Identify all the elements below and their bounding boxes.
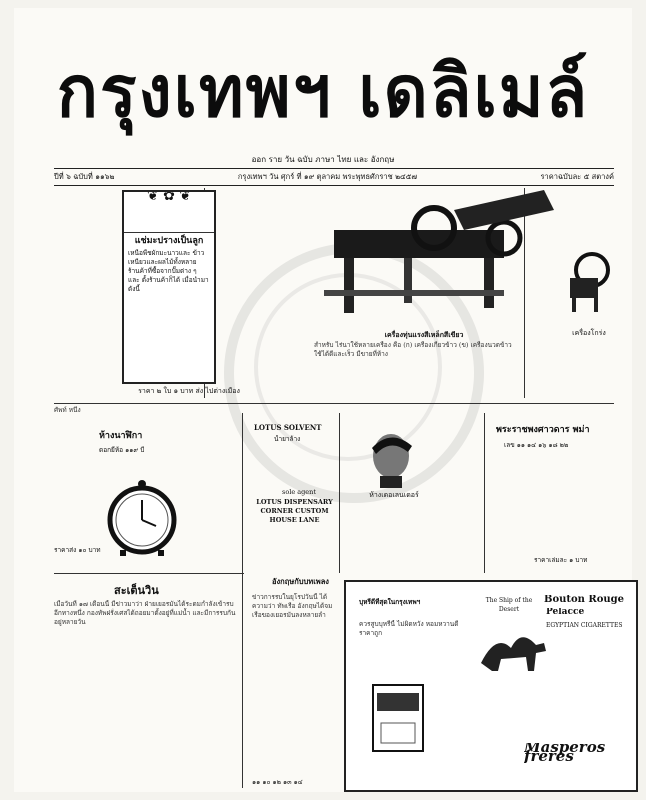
ad-lemon-title: แช่มะปรางเป็นลูก [134,236,204,246]
column-mid-body: ข่าวการรบในยุโรปวันนี้ ได้ความว่า ทัพเรื… [252,593,333,619]
small-row-label: ศัพท์ หนึ่ง [54,406,81,414]
royal-chronicle-head: พระราชพงศาวดาร พม่า [496,425,590,435]
newspaper-page: กรุงเทพฯ เดลิเมล์ ออก ราย วัน ฉบับ ภาษา … [14,8,638,792]
lotus-thai: น้ำยาล้าง [274,435,301,443]
bottom-note: ๑๑ ๑๐ ๑๒ ๑๓ ๑๔ [252,778,303,786]
royal-footer: ราคาเล่มละ ๑ บาท [534,556,588,564]
cigarette-ship-label: The Ship of the Desert [485,597,533,613]
dateline-bar: ปีที่ ๖ ฉบับที่ ๑๑๖๒ กรุงเทพฯ วัน ศุกร์ … [54,168,614,186]
news-body: เมื่อวันที่ ๑๗ เดือนนี้ มีข่าวมาว่า ฝ่าย… [54,600,236,626]
news-head: สะเต็นวิน [114,584,159,597]
cigarette-thai-head: บุหรี่ดีที่สุดในกรุงเทพฯ [359,598,421,606]
royal-line1: เลข ๑๑ ๑๔ ๑๖ ๑๘ ๒๒ [504,441,569,449]
threshing-machine-illustration [324,190,554,313]
cigarette-thai-body: ควรสูบบุหรี่นี้ ไม่ผิดหวัง หอมหวานดี ราค… [359,620,459,637]
ad-lemon-price: ราคา ๒ ใบ ๑ บาท ส่ง ไปต่างเมือง [138,387,240,395]
masthead-title: กรุงเทพฯ เดลิเมล์ [56,50,590,134]
portrait-caption: ห้างเดอเลนเดอร์ [369,491,419,499]
ad-lemon-drink: ❦ ✿ ❦ แช่มะปรางเป็นลูก เหนือพืชผักมะนาวแ… [122,190,216,384]
small-machine-caption: เครื่องโกร่ง [572,329,606,337]
cigarette-kind: EGYPTIAN CIGARETTES [546,622,623,629]
portrait-illustration [372,434,412,488]
issue-number: ปีที่ ๖ ฉบับที่ ๑๑๖๒ [54,172,115,181]
ad-lemon-body: เหนือพืชผักมะนาวและ ข้าวเหนียวและผลไม้ทั… [128,249,209,293]
issue-date: กรุงเทพฯ วัน ศุกร์ ที่ ๑๙ ตุลาคม พระพุทธ… [237,172,418,181]
camel-illustration [481,637,546,671]
alarm-clock-illustration [107,480,177,556]
machine-caption: เครื่องทุ่นแรงสีเหล็กสีเขียว [384,330,464,339]
lotus-address: LOTUS DISPENSARY CORNER CUSTOM HOUSE LAN… [256,498,333,524]
masthead-subtitle: ออก ราย วัน ฉบับ ภาษา ไทย และ อังกฤษ [251,155,395,164]
cigarette-subbrand: Pelacce [546,608,585,617]
lotus-sole-agent: sole agent [282,488,316,496]
lotus-title: LOTUS SOLVENT [254,423,322,432]
issue-price: ราคาฉบับละ ๕ สตางค์ [540,172,614,181]
cigarette-brand: Bouton Rouge [544,595,625,605]
column-mid-head: อังกฤษกับบทเพลง [272,577,329,586]
machine-body: สำหรับ ไร่นาใช้หลายเครื่อง คือ (ก) เครื่… [314,341,512,358]
clock-ad-sub: ดอกยี่ห้อ ๑๑๙ บี [99,446,145,454]
small-machine-illustration [570,252,610,312]
cigarette-pack-illustration [372,684,424,752]
cigarette-maker: Masperos frères [524,743,606,763]
clock-ad-price: ราคาส่ง ๑๐ บาท [54,546,101,554]
clock-ad-head: ห้างนาฬิกา [99,431,143,441]
